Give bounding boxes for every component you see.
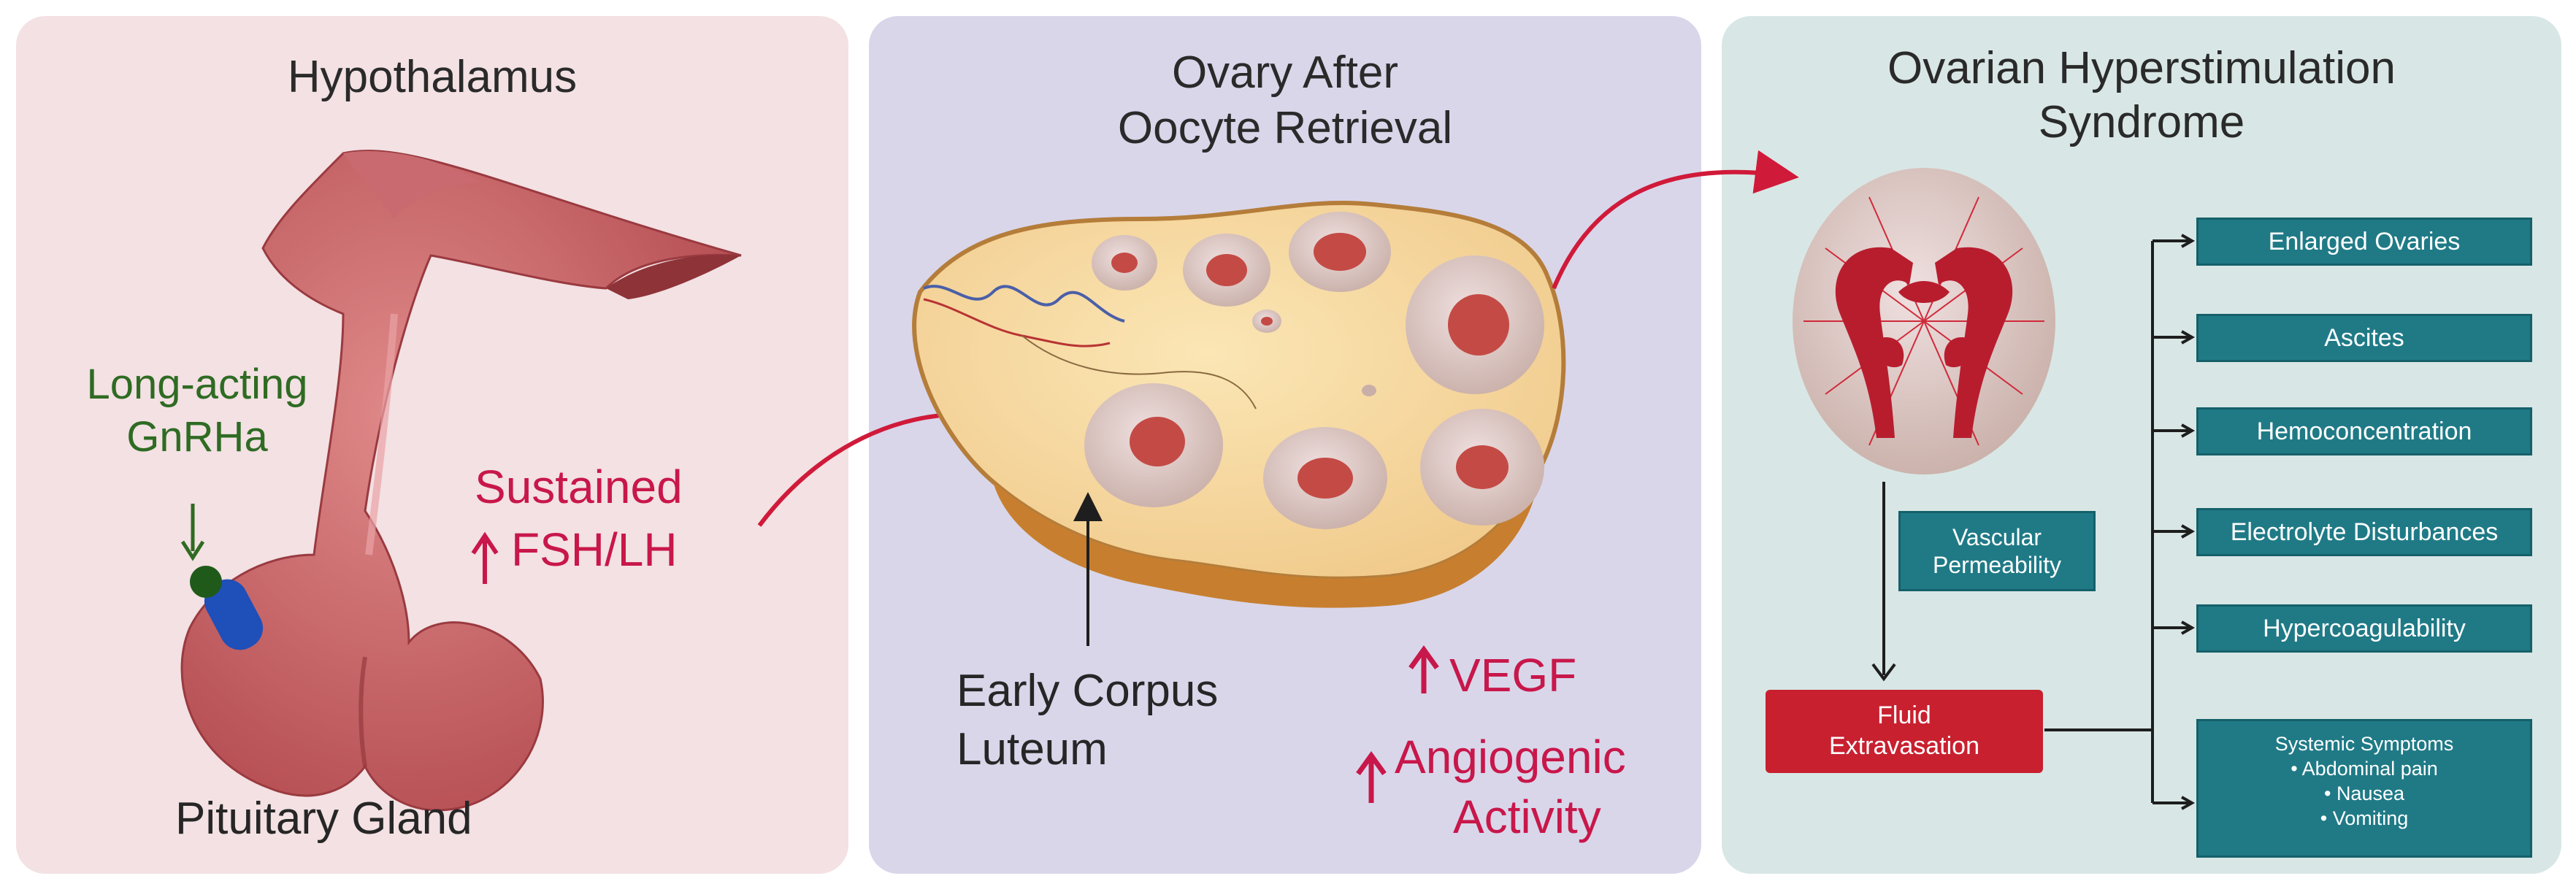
- corpus-luteum-line2: Luteum: [957, 724, 1108, 774]
- ovary-title-line1: Ovary After: [1171, 47, 1399, 98]
- systemic-title: Systemic Symptoms: [2274, 733, 2454, 755]
- sustained-label: Sustained: [475, 461, 683, 513]
- systemic-item-1: • Abdominal pain: [2291, 758, 2438, 780]
- abdomen-illustration: [1793, 168, 2055, 474]
- arrow-to-ohss: [1552, 150, 1799, 290]
- outcome-ascites: Ascites: [2196, 314, 2532, 362]
- corpus-luteum-line1: Early Corpus: [957, 666, 1219, 716]
- vascular-line2: Permeability: [1932, 552, 2062, 578]
- vegf-label: VEGF: [1449, 649, 1577, 701]
- fsh-lh-label: FSH/LH: [511, 523, 678, 576]
- outcome-electrolyte-disturbances: Electrolyte Disturbances: [2196, 508, 2532, 556]
- fluid-line2: Extravasation: [1829, 732, 1979, 760]
- vascular-line1: Vascular: [1952, 524, 2042, 550]
- pituitary-illustration: [180, 150, 742, 812]
- angiogenic-line1: Angiogenic: [1395, 731, 1626, 783]
- angiogenic-line2: Activity: [1453, 791, 1601, 843]
- vascular-permeability-box: Vascular Permeability: [1898, 511, 2096, 591]
- fluid-extravasation-box: Fluid Extravasation: [1766, 690, 2043, 773]
- up-arrow-icons: [471, 531, 1439, 803]
- ohss-title-line1: Ovarian Hyperstimulation: [1887, 43, 2396, 93]
- ovary-title-line2: Oocyte Retrieval: [1117, 103, 1453, 153]
- ohss-title-line2: Syndrome: [2038, 97, 2245, 147]
- outcome-hemoconcentration: Hemoconcentration: [2196, 407, 2532, 455]
- fluid-line1: Fluid: [1877, 701, 1931, 729]
- ovary-illustration: [912, 200, 1566, 646]
- outcome-hypercoagulability: Hypercoagulability: [2196, 604, 2532, 653]
- gnrha-label-line2: GnRHa: [126, 413, 268, 461]
- systemic-item-3: • Vomiting: [2320, 807, 2409, 829]
- systemic-symptoms-box: Systemic Symptoms • Abdominal pain • Nau…: [2196, 719, 2532, 858]
- pituitary-gland-label: Pituitary Gland: [175, 793, 472, 844]
- ohss-connectors: [1871, 234, 2196, 810]
- systemic-item-2: • Nausea: [2323, 783, 2405, 804]
- hypothalamus-title: Hypothalamus: [287, 52, 578, 102]
- outcome-enlarged-ovaries: Enlarged Ovaries: [2196, 218, 2532, 266]
- gnrha-label-line1: Long-acting: [86, 361, 308, 408]
